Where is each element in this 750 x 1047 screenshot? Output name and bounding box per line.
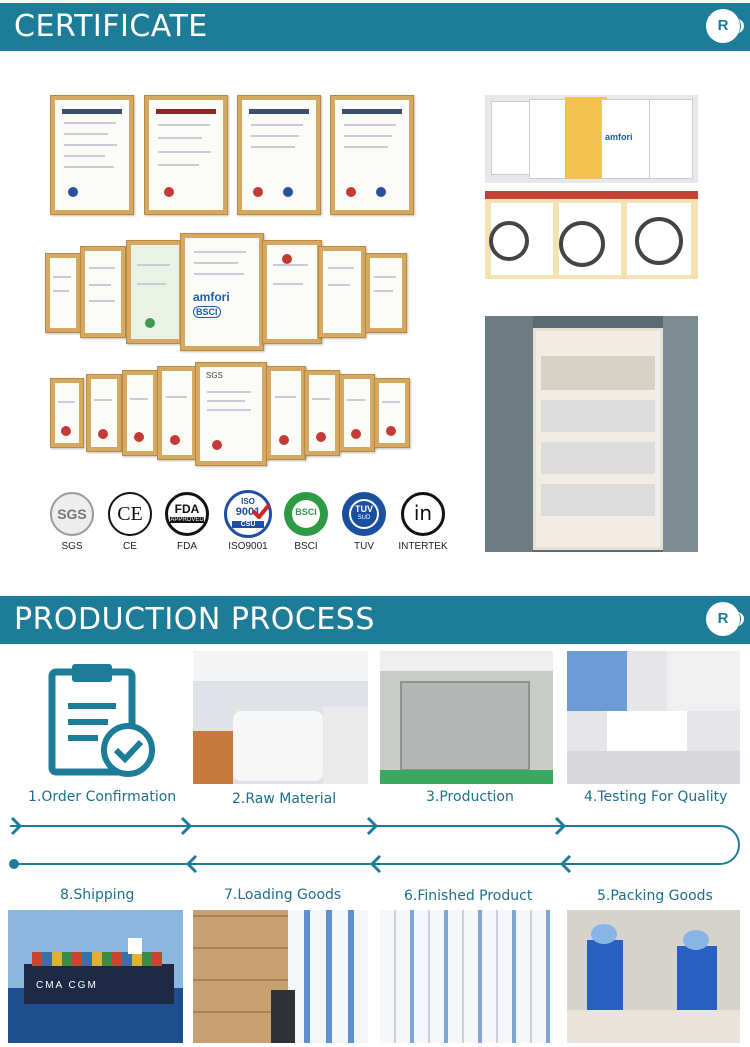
certificate-frame	[80, 246, 126, 338]
intertek-icon: in	[401, 492, 445, 536]
loading-goods-photo	[193, 910, 368, 1043]
quality-testing-photo	[567, 651, 740, 784]
certificate-frame	[304, 370, 340, 456]
step-label: 7.Loading Goods	[224, 887, 342, 903]
finished-product-photo	[380, 910, 553, 1043]
step-label: 5.Packing Goods	[597, 888, 713, 904]
production-line-photo	[380, 651, 553, 784]
amfori-bsci-label: amfori BSCI	[193, 289, 230, 318]
step-label: 4.Testing For Quality	[584, 789, 728, 805]
certificate-title: CERTIFICATE	[14, 9, 208, 44]
production-title: PRODUCTION PROCESS	[14, 602, 375, 637]
step-label: 6.Finished Product	[404, 888, 533, 904]
certificate-frame	[122, 370, 158, 456]
certificate-frame	[144, 95, 228, 215]
fda-icon: FDA APPROVED	[165, 492, 209, 536]
certificate-frame	[330, 95, 414, 215]
certificate-frame	[365, 253, 407, 333]
badge-label: SGS	[61, 541, 83, 552]
certificate-frame	[50, 95, 134, 215]
ship-name: CMA CGM	[36, 980, 98, 991]
certificate-frame-amfori: amfori BSCI	[180, 233, 264, 351]
certificate-frame	[237, 95, 321, 215]
certificate-frame	[266, 366, 306, 460]
sgs-icon: SGS	[50, 492, 94, 536]
certificate-frame	[45, 253, 81, 333]
certificate-documents-image: amfori	[485, 95, 698, 183]
sgs-mark: SGS	[206, 371, 223, 380]
certificate-frame	[86, 374, 122, 452]
certificate-frame	[262, 240, 322, 344]
step-label: 8.Shipping	[60, 887, 135, 903]
certificate-frame	[126, 240, 184, 344]
certificate-frame	[50, 378, 84, 448]
certificate-frame	[157, 366, 197, 460]
production-header: PRODUCTION PROCESS R	[0, 596, 750, 644]
badge-label: FDA	[177, 541, 197, 552]
raw-material-photo	[193, 651, 368, 784]
step-label: 3.Production	[426, 789, 514, 805]
magnified-certificates-image	[485, 191, 698, 279]
ce-icon: CE	[108, 492, 152, 536]
brand-logo-icon: R	[706, 602, 744, 636]
brand-logo-icon: R	[706, 9, 744, 43]
badge-label: INTERTEK	[398, 541, 448, 552]
badge-label: ISO9001	[228, 541, 268, 552]
certificate-frame	[374, 378, 410, 448]
certificate-showroom-image	[485, 316, 698, 552]
clipboard-check-icon	[46, 660, 158, 780]
shipping-photo: CMA CGM	[8, 910, 183, 1043]
certificate-frame	[318, 246, 366, 338]
certificate-header: CERTIFICATE R	[0, 3, 750, 51]
certificate-frame-sgs: SGS	[195, 362, 267, 466]
packing-goods-photo	[567, 910, 740, 1043]
process-flow-arrows	[9, 816, 740, 874]
tuv-icon: TUV SUD	[342, 492, 386, 536]
bsci-icon: BSCI	[284, 492, 328, 536]
iso9001-icon: ISO 9001 CSU	[224, 490, 272, 538]
step-label: 1.Order Confirmation	[28, 789, 177, 805]
badge-label: TUV	[354, 541, 374, 552]
badge-label: CE	[123, 541, 137, 552]
certificate-frame	[339, 374, 375, 452]
step-label: 2.Raw Material	[232, 791, 337, 807]
badge-label: BSCI	[294, 541, 318, 552]
